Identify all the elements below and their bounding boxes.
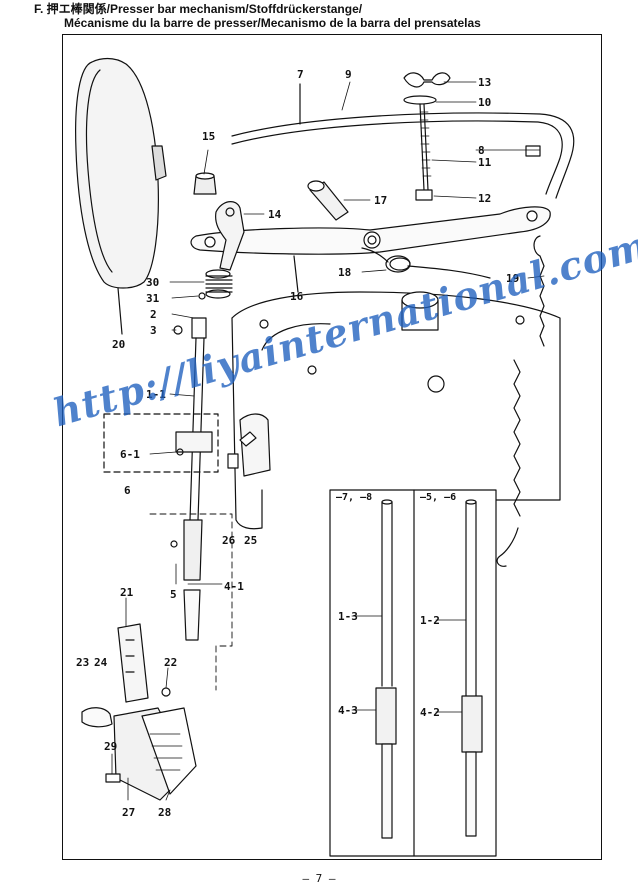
- torsion-spring-part: [361, 247, 491, 279]
- header-title: F. 押エ棒関係/Presser bar mechanism/Stoffdrüc…: [34, 2, 363, 16]
- lifting-lever-part: [190, 206, 551, 293]
- part-label-31: 31: [146, 292, 160, 305]
- machine-head-outline: [231, 291, 561, 530]
- part-label-22: 22: [164, 656, 178, 669]
- part-label-3: 3: [150, 324, 157, 337]
- diagram-frame: [62, 34, 602, 860]
- part-label-27: 27: [122, 806, 136, 819]
- part-label-13: 13: [478, 76, 492, 89]
- part-label-25: 25: [244, 534, 258, 547]
- cap-part: [193, 172, 217, 195]
- part-label-20: 20: [112, 338, 126, 351]
- part-label-10: 10: [478, 96, 492, 109]
- inset-right-heading: –5, –6: [420, 492, 457, 503]
- part-label-24: 24: [94, 656, 108, 669]
- page-number: – 7 –: [302, 872, 336, 885]
- part-label-30: 30: [146, 276, 160, 289]
- part-label-8: 8: [478, 144, 485, 157]
- part-label-9: 9: [345, 68, 352, 81]
- chain-part: [496, 235, 545, 567]
- presser-bar-part: [173, 317, 207, 641]
- part-label-17: 17: [374, 194, 388, 207]
- part-label-12: 12: [478, 192, 492, 205]
- part-label-1-3: 1-3: [338, 610, 358, 623]
- part-label-4-2: 4-2: [420, 706, 440, 719]
- header-subtitle: Mécanisme du la barre de presser/Mecanis…: [64, 16, 481, 30]
- pin-part: [307, 180, 349, 221]
- face-cover-part: [75, 57, 167, 335]
- part-label-19: 19: [506, 272, 520, 285]
- variant-inset-box: [329, 489, 497, 857]
- part-label-6: 6: [124, 484, 131, 497]
- presser-spring-30: [198, 269, 233, 300]
- part-label-15: 15: [202, 130, 216, 143]
- part-label-5: 5: [170, 588, 177, 601]
- part-label-18: 18: [338, 266, 352, 279]
- part-label-2: 2: [150, 308, 157, 321]
- part-label-4-1: 4-1: [224, 580, 244, 593]
- page-header: F. 押エ棒関係/Presser bar mechanism/Stoffdrüc…: [34, 2, 634, 30]
- part-label-4-3: 4-3: [338, 704, 358, 717]
- leader-lines: [111, 81, 545, 801]
- presser-foot-assembly: [81, 623, 197, 801]
- part-label-1-2: 1-2: [420, 614, 440, 627]
- presser-spring-part: [231, 83, 575, 199]
- part-label-16: 16: [290, 290, 304, 303]
- presser-bar-clamp-part: [103, 413, 219, 473]
- part-label-1-1: 1-1: [146, 388, 166, 401]
- part-label-21: 21: [120, 586, 134, 599]
- part-label-29: 29: [104, 740, 118, 753]
- guide-bracket-part: [215, 201, 245, 271]
- part-label-26: 26: [222, 534, 236, 547]
- screw-parts: [170, 431, 257, 548]
- part-label-28: 28: [158, 806, 172, 819]
- inset-left-heading: –7, –8: [336, 492, 373, 503]
- part-label-6-1: 6-1: [120, 448, 140, 461]
- part-label-11: 11: [478, 156, 492, 169]
- part-label-14: 14: [268, 208, 282, 221]
- regulator-screw-part: [403, 72, 541, 201]
- part-label-23: 23: [76, 656, 90, 669]
- part-label-7: 7: [297, 68, 304, 81]
